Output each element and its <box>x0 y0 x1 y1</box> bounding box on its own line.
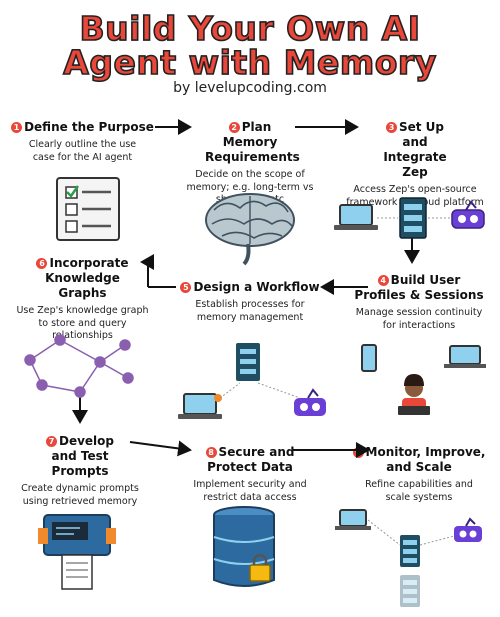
phone-icon <box>361 344 377 372</box>
step-4-number: 4 <box>377 275 389 286</box>
database-lock-icon <box>213 506 275 587</box>
printer-icon <box>38 514 116 590</box>
workflow-server-icon <box>236 343 260 381</box>
step-5-number: 5 <box>180 282 192 293</box>
user-laptop-icon <box>444 345 486 368</box>
monitor-laptop-icon <box>335 509 371 530</box>
robot-icon <box>451 200 485 229</box>
monitor-server-icon <box>400 535 420 567</box>
step-1-number: 1 <box>11 122 23 133</box>
subtitle: by levelupcoding.com <box>173 80 327 96</box>
step-2-number: 2 <box>228 122 240 133</box>
step-4-description: Manage session continuity for interactio… <box>355 307 483 331</box>
workflow-robot-icon <box>294 388 326 416</box>
step-8-number: 8 <box>205 447 217 458</box>
step-5-description: Establish processes for memory managemen… <box>195 299 305 323</box>
server-icon <box>399 197 427 239</box>
title-line-2: Agent with Memory <box>62 43 437 83</box>
monitor-server-faded-icon <box>400 575 420 607</box>
laptop-icon <box>334 204 378 230</box>
step-6-number: 6 <box>36 258 48 269</box>
monitor-robot-icon <box>454 517 482 542</box>
step-8-description: Implement security and restrict data acc… <box>193 479 307 503</box>
knowledge-graph-icon <box>24 334 134 398</box>
step-1-description: Clearly outline the use case for the AI … <box>28 139 137 163</box>
title-line-1: Build Your Own AI <box>79 9 421 49</box>
arrow-7-to-8 <box>129 440 192 457</box>
checklist-icon <box>56 177 120 241</box>
person-icon <box>398 374 430 415</box>
workflow-laptop-icon <box>178 393 222 419</box>
step-9-description: Refine capabilities and scale systems <box>365 479 473 503</box>
brain-icon <box>205 193 295 266</box>
step-7-number: 7 <box>45 436 57 447</box>
step-7-description: Create dynamic prompts using retrieved m… <box>21 483 139 507</box>
step-3-number: 3 <box>385 122 397 133</box>
step-6-description: Use Zep's knowledge graph to store and q… <box>16 305 149 341</box>
